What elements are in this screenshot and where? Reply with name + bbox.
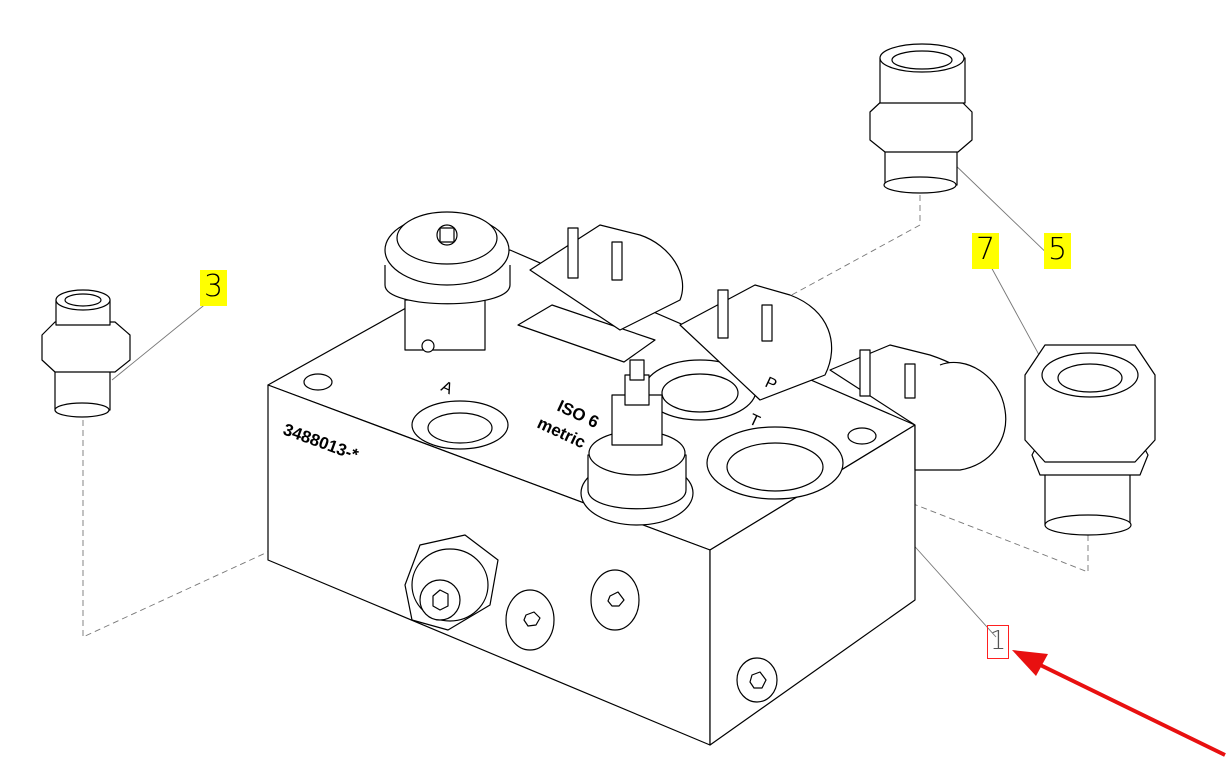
center-cartridge: [580, 359, 694, 526]
fitting-7: [1024, 344, 1156, 536]
front-plug: [404, 534, 499, 631]
selection-arrow: [1012, 650, 1226, 757]
fitting-5: [869, 43, 973, 194]
side-plugs: [505, 569, 778, 703]
assembly-center-lines: [82, 195, 1089, 638]
callout-item-3[interactable]: 3: [200, 270, 227, 306]
callout-item-1[interactable]: 1: [987, 625, 1009, 659]
fitting-3: [41, 289, 131, 418]
callout-item-5[interactable]: 5: [1044, 233, 1071, 269]
solenoid-3: [829, 344, 1007, 471]
port-t: [706, 426, 844, 500]
callout-item-7[interactable]: 7: [972, 233, 999, 269]
solenoid-2: [679, 284, 833, 401]
port-a: [411, 400, 509, 450]
nameplate: [517, 304, 656, 363]
solenoid-1: [529, 224, 684, 331]
relief-knob: [384, 211, 511, 353]
